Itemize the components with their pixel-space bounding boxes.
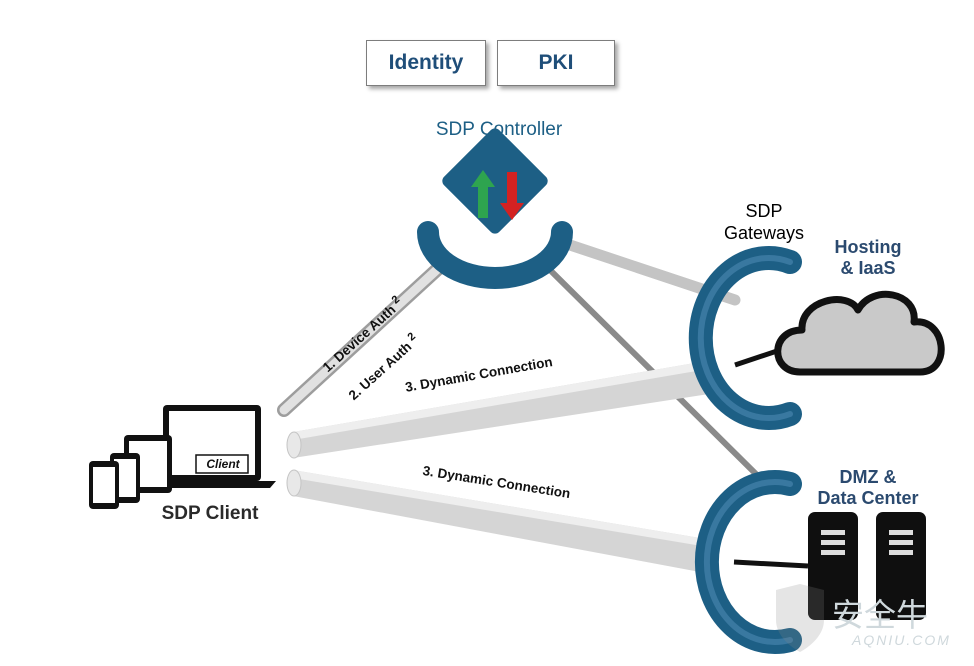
watermark-brand: 安全牛	[832, 596, 929, 634]
dmz-label-line2: Data Center	[817, 488, 919, 508]
dmz-label-line1: DMZ &	[839, 467, 897, 487]
dynamic-tube-lower	[286, 469, 716, 575]
hosting-label-line1: Hosting	[834, 237, 902, 257]
server-icon-left	[808, 512, 858, 620]
laptop-icon	[148, 405, 276, 488]
identity-label: Identity	[388, 51, 464, 74]
watermark-logo-icon	[776, 584, 824, 652]
arrow-down-icon	[500, 172, 524, 220]
controller-label: SDP Controller	[435, 119, 563, 140]
gateways-label-line1: SDP	[745, 201, 783, 221]
sdp-controller	[417, 128, 573, 289]
arrow-up-icon	[471, 170, 495, 218]
gateway-lower	[694, 470, 809, 654]
pki-box: PKI	[497, 40, 615, 86]
gateways-label: SDP Gateways	[716, 200, 812, 244]
cloud-icon	[734, 290, 945, 376]
auth-tube	[277, 258, 449, 417]
client-screen-text: Client	[206, 457, 240, 471]
phone-icon-front	[89, 461, 119, 509]
identity-box: Identity	[366, 40, 486, 86]
dmz-label: DMZ & Data Center	[806, 467, 930, 509]
hosting-label-line2: & IaaS	[840, 258, 896, 278]
watermark-url: AQNIU.COM	[852, 632, 951, 648]
hosting-label: Hosting & IaaS	[820, 237, 916, 279]
pki-label: PKI	[538, 51, 574, 74]
gateway-upper	[688, 246, 802, 430]
dynamic-tube-upper	[286, 360, 722, 459]
client-label: SDP Client	[161, 503, 259, 524]
server-icon-right	[876, 512, 926, 620]
gateways-label-line2: Gateways	[723, 223, 805, 243]
